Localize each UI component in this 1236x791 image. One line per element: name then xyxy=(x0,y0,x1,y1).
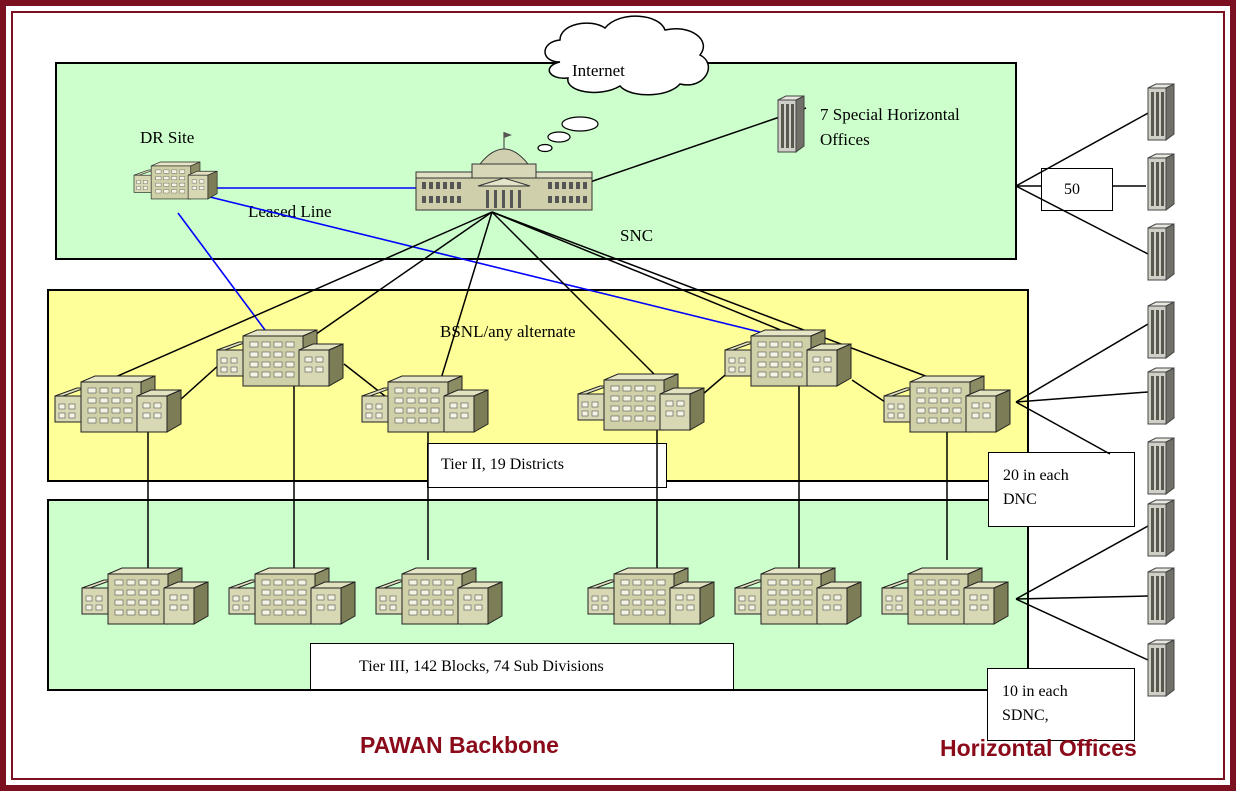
count-50-box: 50 xyxy=(1041,168,1113,211)
district-building-icon xyxy=(724,329,852,387)
dnc-box: 20 in each DNC xyxy=(988,452,1135,527)
internet-label: Internet xyxy=(572,61,625,80)
block-building-icon xyxy=(81,567,209,625)
leased-line-label: Leased Line xyxy=(248,202,332,221)
snc-label: SNC xyxy=(620,226,654,245)
pawan-backbone-caption: PAWAN Backbone xyxy=(360,732,559,758)
district-building-icon xyxy=(216,329,344,387)
tier3-box: Tier III, 142 Blocks, 74 Sub Divisions xyxy=(310,643,734,690)
dr-site-building-icon xyxy=(133,161,218,200)
dnc-label-1: 20 in each xyxy=(1003,467,1069,484)
special-office-tower-icon xyxy=(777,95,805,153)
count-50-label: 50 xyxy=(1064,181,1080,198)
block-building-icon xyxy=(881,567,1009,625)
internet-cloud-icon xyxy=(537,15,710,153)
horizontal-office-tower-icon xyxy=(1147,639,1175,697)
horizontal-offices-caption: Horizontal Offices xyxy=(940,735,1137,761)
special-offices-label-1: 7 Special Horizontal xyxy=(820,105,960,124)
bsnl-label: BSNL/any alternate xyxy=(440,322,576,341)
horizontal-office-tower-icon xyxy=(1147,567,1175,625)
sdnc-label-2: SDNC, xyxy=(1002,707,1049,724)
horizontal-office-tower-icon xyxy=(1147,153,1175,211)
tier2-box: Tier II, 19 Districts xyxy=(427,443,667,488)
district-building-icon xyxy=(577,373,705,431)
special-offices-label-2: Offices xyxy=(820,130,870,149)
horizontal-office-tower-icon xyxy=(1147,301,1175,359)
horizontal-office-tower-icon xyxy=(1147,223,1175,281)
inner-frame xyxy=(11,11,1225,780)
block-building-icon xyxy=(228,567,356,625)
block-building-icon xyxy=(734,567,862,625)
sdnc-label-1: 10 in each xyxy=(1002,683,1068,700)
horizontal-office-tower-icon xyxy=(1147,499,1175,557)
leased-lines xyxy=(177,187,769,335)
block-building-icon xyxy=(587,567,715,625)
tier1-panel xyxy=(55,62,1017,260)
dnc-label-2: DNC xyxy=(1003,491,1037,508)
district-building-icon xyxy=(54,375,182,433)
dr-site-label: DR Site xyxy=(140,128,195,147)
horizontal-office-tower-icon xyxy=(1147,367,1175,425)
snc-building-icon xyxy=(415,132,593,211)
snc-district-links xyxy=(103,107,1151,661)
tier3-label: Tier III, 142 Blocks, 74 Sub Divisions xyxy=(359,658,604,675)
sdnc-box: 10 in each SDNC, xyxy=(987,668,1135,741)
district-building-icon xyxy=(883,375,1011,433)
tier2-label: Tier II, 19 Districts xyxy=(441,456,564,473)
district-building-icon xyxy=(361,375,489,433)
horizontal-office-tower-icon xyxy=(1147,437,1175,495)
block-building-icon xyxy=(375,567,503,625)
horizontal-office-tower-icon xyxy=(1147,83,1175,141)
